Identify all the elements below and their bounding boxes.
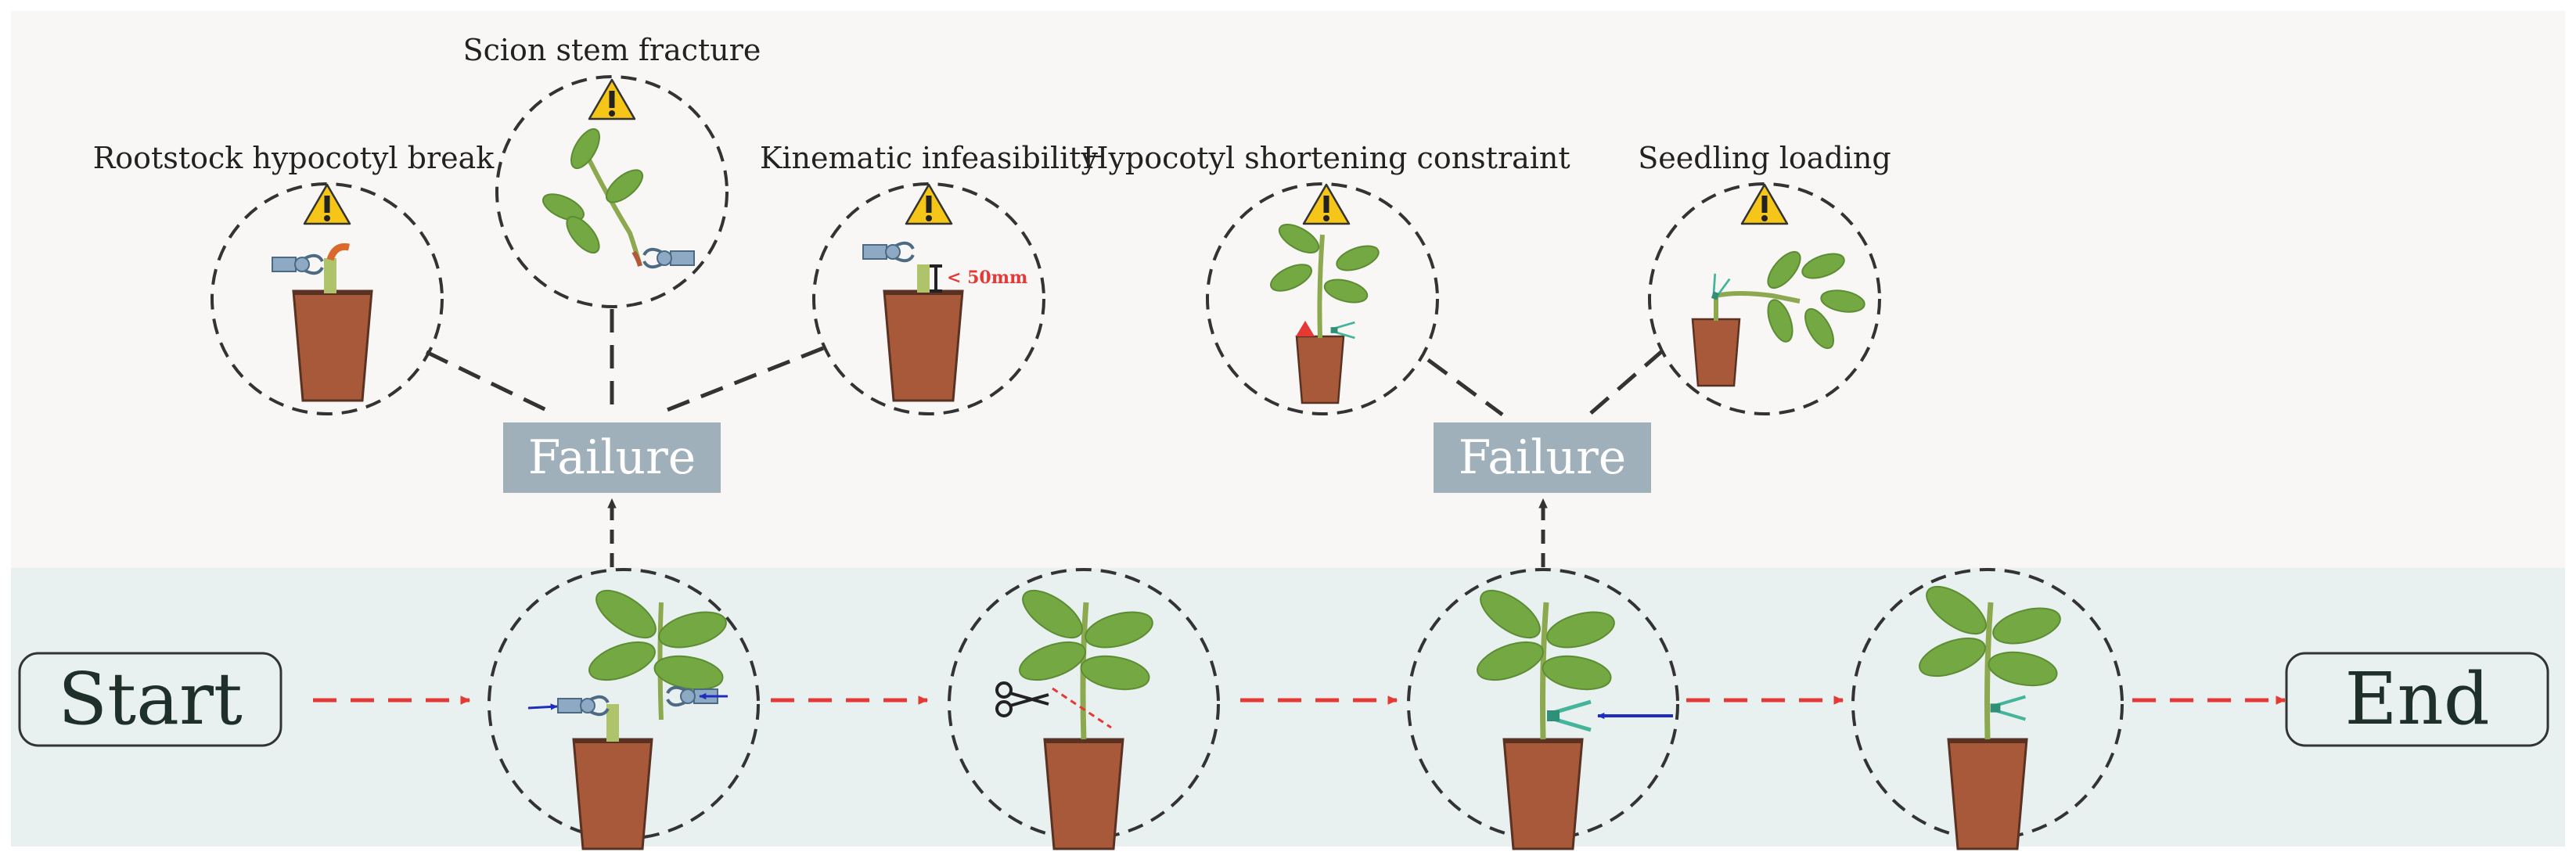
scissors-icon <box>995 681 1049 717</box>
process-step-cut <box>948 568 1220 850</box>
process-step-clip <box>1407 568 1679 850</box>
height-annotation: < 50mm <box>947 268 1027 288</box>
failure-mode-scion-fracture: Scion stem fracture <box>463 33 761 308</box>
failure-arrows <box>607 498 1548 567</box>
terminal-start: Start <box>18 652 282 747</box>
failure-mode-rootstock-break-label: Rootstock hypocotyl break <box>93 141 495 175</box>
failure-box-2: Failure <box>1434 422 1651 493</box>
failure-connectors <box>425 309 1664 420</box>
failure-mode-rootstock-break: Rootstock hypocotyl break <box>93 141 495 415</box>
process-panel <box>11 568 2565 846</box>
failure-mode-hypocotyl-shortening: Hypocotyl shortening constraint <box>1082 141 1570 415</box>
failure-mode-hypocotyl-shortening-label: Hypocotyl shortening constraint <box>1082 141 1570 175</box>
failure-mode-seedling-loading-label: Seedling loading <box>1638 141 1891 175</box>
process-step-grafted <box>1851 568 2124 850</box>
failure-mode-scion-fracture-label: Scion stem fracture <box>463 33 761 67</box>
failure-box-1: Failure <box>503 422 721 493</box>
end-label: End <box>2344 657 2489 741</box>
failure-mode-kinematic-label: Kinematic infeasibility <box>760 141 1099 175</box>
process-step-grip <box>487 568 760 850</box>
blue-arrow <box>527 703 558 710</box>
failure-mode-seedling-loading: Seedling loading <box>1638 141 1891 415</box>
failure-box-1-label: Failure <box>528 430 696 485</box>
terminal-end: End <box>2285 652 2549 747</box>
start-label: Start <box>58 657 243 741</box>
failure-box-2-label: Failure <box>1459 430 1627 485</box>
failure-mode-kinematic: Kinematic infeasibility < 50mm <box>760 141 1099 415</box>
